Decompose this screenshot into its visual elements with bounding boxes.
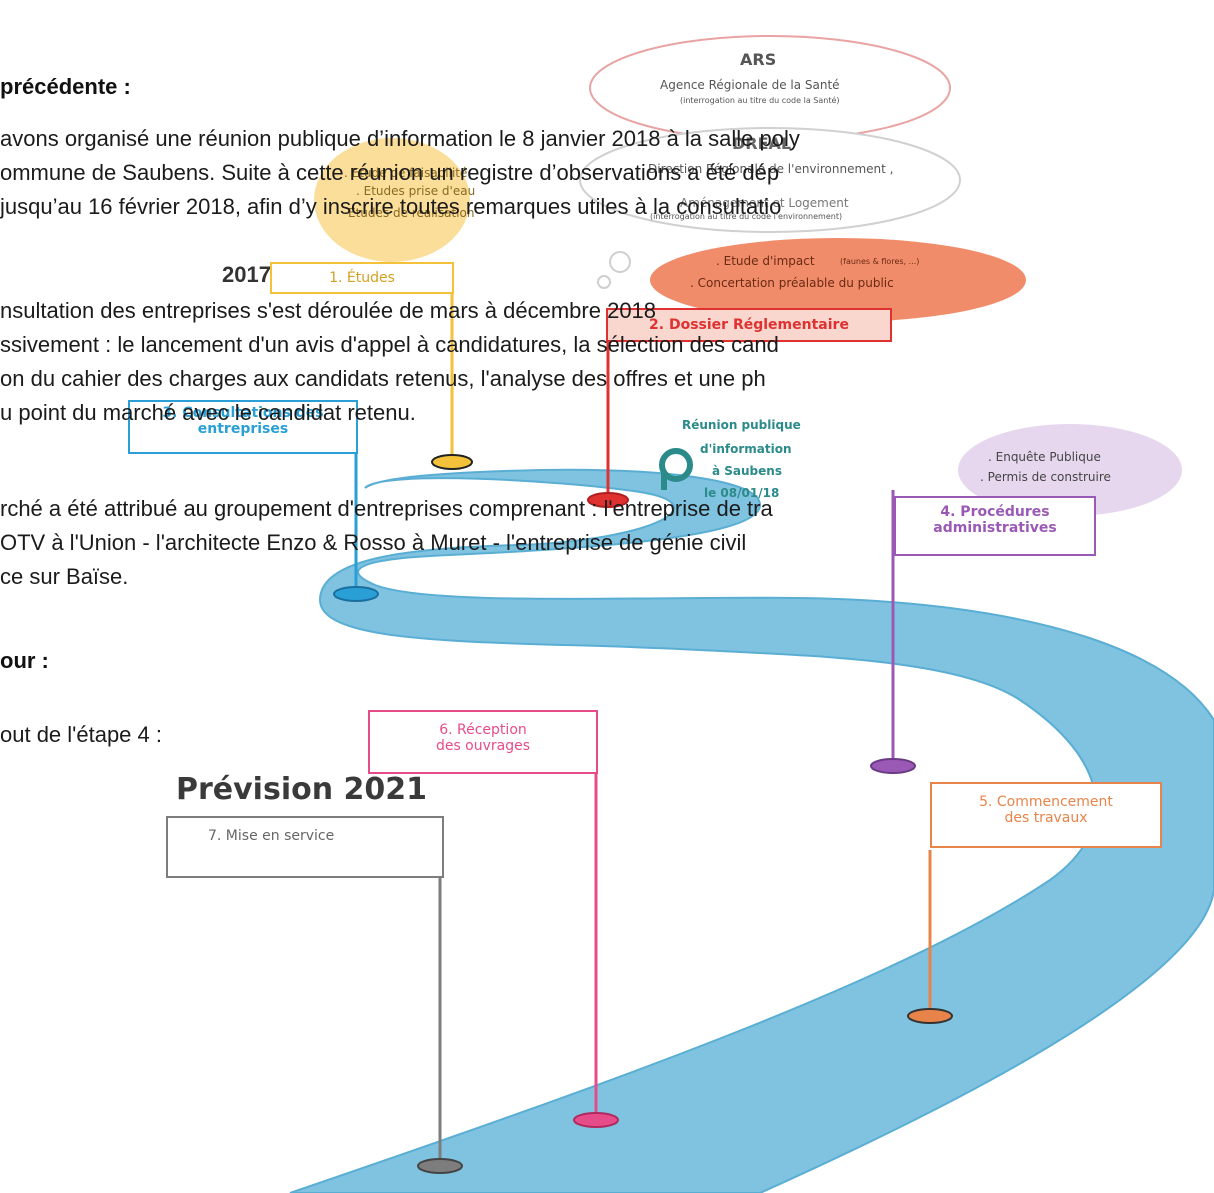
- flag-step-4-label-2: administratives: [933, 520, 1057, 536]
- flag-step-1: 1. Études: [270, 262, 454, 294]
- pole-base-6: [573, 1112, 619, 1128]
- heading-our: our :: [0, 648, 49, 673]
- body-line-7: u point du marché avec le candidat reten…: [0, 400, 416, 425]
- prevision-2021: Prévision 2021: [176, 772, 428, 807]
- pole-base-7: [417, 1158, 463, 1174]
- dreal-oval: [579, 127, 961, 233]
- body-line-5: ssivement : le lancement d'un avis d'app…: [0, 332, 779, 357]
- impact-line1: . Etude d'impact: [716, 254, 815, 268]
- body-line-6: on du cahier des charges aux candidats r…: [0, 366, 766, 391]
- reunion-line3: à Saubens: [712, 464, 782, 478]
- flag-step-6-label: 6. Réception: [439, 722, 527, 738]
- location-pin-icon: [659, 448, 693, 482]
- flag-step-5-label-2: des travaux: [1004, 810, 1088, 826]
- etudes-bubble-line3: Etudes de réalisation: [348, 206, 475, 220]
- ars-subtitle: Agence Régionale de la Santé: [660, 78, 840, 92]
- reunion-line4: le 08/01/18: [704, 486, 780, 500]
- pole-base-4: [870, 758, 916, 774]
- enquete-line2: . Permis de construire: [980, 470, 1111, 484]
- pole-base-2: [587, 492, 629, 508]
- body-line-4: nsultation des entreprises s'est déroulé…: [0, 298, 657, 323]
- flag-step-6-label-2: des ouvrages: [435, 738, 531, 754]
- flag-step-5: 5. Commencement des travaux: [930, 782, 1162, 848]
- thought-bubble-dot: [609, 251, 631, 273]
- thought-bubble-dot: [597, 275, 611, 289]
- dreal-line2: Aménagement et Logement: [680, 196, 849, 210]
- heading-previous: précédente :: [0, 74, 131, 99]
- reunion-line1: Réunion publique: [682, 418, 801, 432]
- ars-note: (interrogation au titre du code la Santé…: [680, 96, 840, 105]
- etudes-bubble: [314, 138, 470, 262]
- flag-step-4: 4. Procédures administratives: [894, 496, 1096, 556]
- etudes-bubble-line1: . Etude de faisabilité: [344, 166, 468, 180]
- flag-step-7-label: 7. Mise en service: [208, 828, 335, 844]
- body-line-9: OTV à l'Union - l'architecte Enzo & Ross…: [0, 530, 747, 555]
- flag-step-3-label-2: entreprises: [197, 421, 289, 437]
- flag-step-2-label: 2. Dossier Réglementaire: [649, 317, 849, 333]
- flag-step-5-label: 5. Commencement: [979, 794, 1113, 810]
- etape-line: out de l'étape 4 :: [0, 722, 162, 747]
- enquete-line1: . Enquête Publique: [988, 450, 1101, 464]
- body-line-8: rché a été attribué au groupement d'entr…: [0, 496, 773, 521]
- pole-base-5: [907, 1008, 953, 1024]
- flag-step-3: 3. Consultations des entreprises: [128, 400, 358, 454]
- impact-line2: . Concertation préalable du public: [690, 276, 894, 290]
- dreal-title: DREAL: [732, 134, 792, 153]
- body-line-2: ommune de Saubens. Suite à cette réunion…: [0, 160, 780, 185]
- flag-step-1-label: 1. Études: [329, 270, 395, 286]
- reunion-line2: d'information: [700, 442, 792, 456]
- body-line-1: avons organisé une réunion publique d’in…: [0, 126, 800, 151]
- pole-base-1: [431, 454, 473, 470]
- flag-step-6: 6. Réception des ouvrages: [368, 710, 598, 774]
- etudes-bubble-line2: . Etudes prise d'eau: [356, 184, 476, 198]
- impact-line1-note: (faunes & flores, ...): [840, 257, 920, 266]
- flag-step-4-label: 4. Procédures: [940, 504, 1050, 520]
- flag-step-2: 2. Dossier Réglementaire: [606, 308, 892, 342]
- impact-oval: [650, 238, 1026, 322]
- flag-step-3-label: 3. Consultations des: [162, 405, 324, 421]
- dreal-subtitle: Direction Régionale de l'environnement ,: [648, 162, 894, 176]
- enquete-bubble: [958, 424, 1182, 516]
- ars-title: ARS: [740, 50, 777, 69]
- flag-step-7: 7. Mise en service: [166, 816, 444, 878]
- year-2017: 2017: [222, 262, 271, 287]
- dreal-note: (interrogation au titre du code l'enviro…: [650, 212, 843, 221]
- body-line-3: jusqu’au 16 février 2018, afin d’y inscr…: [0, 194, 782, 219]
- pole-base-3: [333, 586, 379, 602]
- body-line-10: ce sur Baïse.: [0, 564, 129, 589]
